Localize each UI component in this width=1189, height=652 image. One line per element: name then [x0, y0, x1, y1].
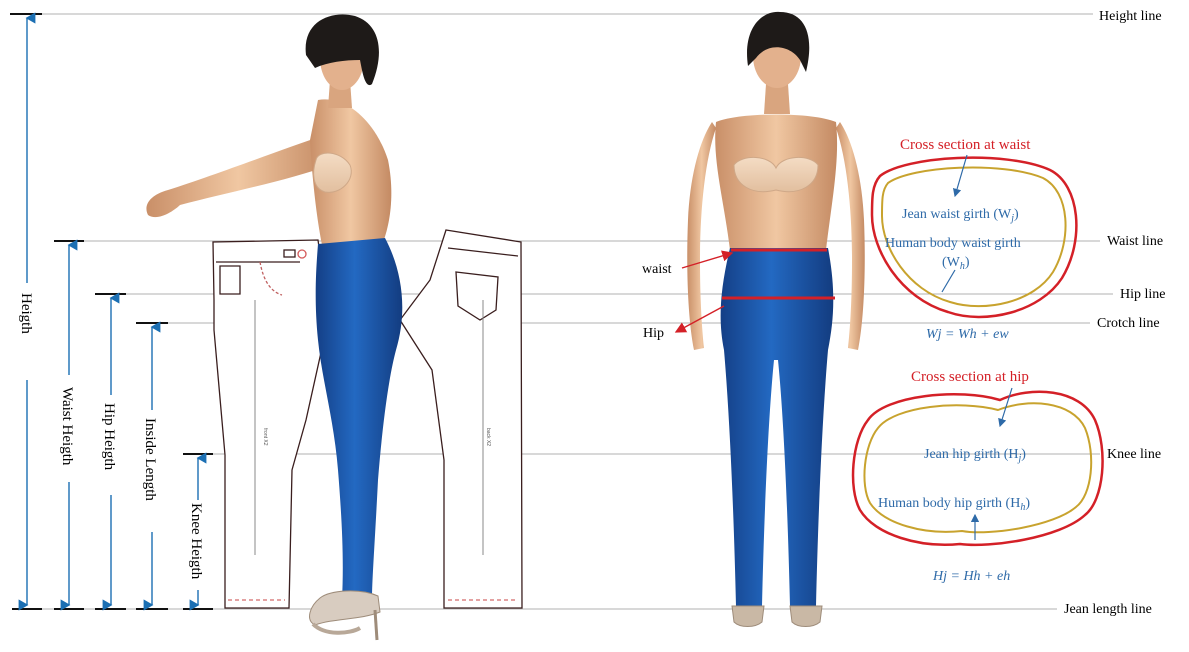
- hip-section-title: Cross section at hip: [911, 369, 1029, 385]
- back-pant-pattern: [400, 230, 522, 608]
- side-jeans: [316, 238, 403, 600]
- height-dimension-label: Heigth: [18, 293, 34, 334]
- waist-section-title: Cross section at waist: [900, 137, 1031, 153]
- knee-line-label: Knee line: [1107, 447, 1161, 462]
- front-pattern-note: front X2: [262, 428, 268, 446]
- front-shoe-right: [790, 606, 822, 627]
- waist-formula: Wj = Wh + ew: [926, 327, 1009, 342]
- svg-text:(Wh): (Wh): [942, 255, 970, 272]
- crotch-line-label: Crotch line: [1097, 316, 1160, 331]
- front-arm-left: [687, 122, 716, 350]
- front-jeans: [721, 248, 834, 606]
- hip-line-label: Hip line: [1120, 287, 1166, 302]
- svg-text:Jean hip girth (Hj): Jean hip girth (Hj): [924, 447, 1026, 464]
- inside-length-label: Inside Length: [142, 418, 158, 501]
- side-shoe: [310, 591, 380, 625]
- hip-height-label: Hip Heigth: [101, 403, 117, 471]
- body-hip-girth-label: Human body hip girth (H: [878, 496, 1020, 511]
- svg-text:Jean waist girth (Wj): Jean waist girth (Wj): [902, 207, 1019, 224]
- svg-text:Human body hip girth (Hh): Human body hip girth (Hh): [878, 496, 1030, 513]
- front-neck: [764, 84, 790, 114]
- height-line-label: Height line: [1099, 9, 1162, 24]
- waist-line-label: Waist line: [1107, 234, 1163, 249]
- body-waist-symbol: (W: [942, 255, 961, 270]
- side-arm: [146, 135, 330, 217]
- knee-height-label: Knee Heigth: [188, 503, 204, 580]
- front-pant-pattern: [213, 240, 326, 608]
- jean-waist-girth-label: Jean waist girth (W: [902, 207, 1012, 222]
- dimension-arrows: [27, 18, 198, 605]
- back-pattern-note: back X2: [485, 428, 491, 446]
- front-arm-right: [836, 122, 865, 350]
- hip-cross-section: [853, 392, 1103, 545]
- waist-label: waist: [642, 262, 672, 277]
- jean-hip-girth-label: Jean hip girth (H: [924, 447, 1018, 462]
- hip-label: Hip: [643, 326, 664, 341]
- body-waist-girth-label: Human body waist girth: [885, 236, 1021, 251]
- front-shoe-left: [732, 606, 764, 627]
- hip-formula: Hj = Hh + eh: [932, 569, 1010, 584]
- waist-height-label: Waist Heigth: [59, 387, 75, 466]
- jean-length-line-label: Jean length line: [1064, 602, 1152, 617]
- front-view-figure: [687, 12, 865, 627]
